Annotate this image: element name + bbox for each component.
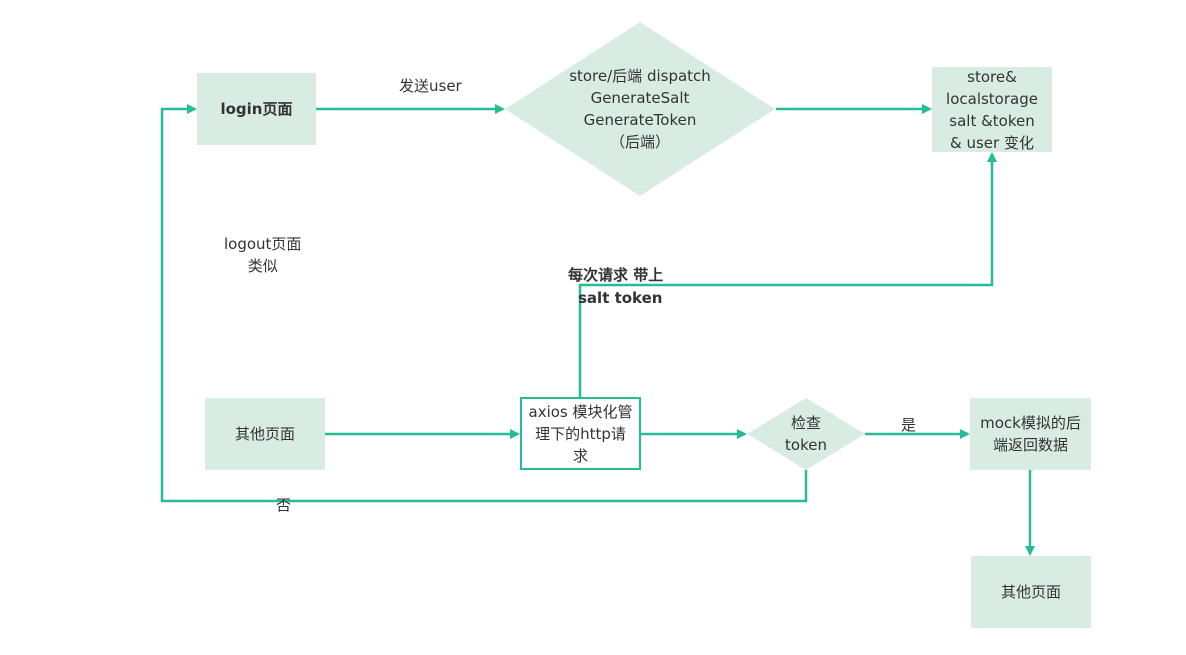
each-request-label-line2: salt token [578, 289, 663, 307]
other-page-node-left: 其他页面 [205, 398, 325, 470]
login-page-node: login页面 [197, 73, 316, 145]
yes-label: 是 [901, 416, 917, 434]
each-request-label-line1: 每次请求 带上 [568, 266, 664, 284]
mock-data-node: mock模拟的后 端返回数据 [970, 398, 1091, 470]
store-localstorage-node: store& localstorage salt &token & user 变… [932, 67, 1052, 152]
check-token-diamond [747, 398, 865, 470]
no-label: 否 [276, 496, 292, 514]
arrow-check-no-to-login [160, 104, 808, 503]
axios-request-node: axios 模块化管 理下的http请 求 [520, 397, 641, 470]
store-dispatch-diamond [505, 22, 775, 196]
other-page-node-bottom: 其他页面 [971, 556, 1091, 628]
logout-similar-label: logout页面 类似 [224, 235, 302, 275]
check-token-label: 检查 token [785, 414, 827, 454]
store-dispatch-label: store/后端 dispatch GenerateSalt GenerateT… [569, 67, 711, 151]
arrow-axios-to-store [578, 152, 997, 398]
send-user-label: 发送user [399, 77, 462, 95]
